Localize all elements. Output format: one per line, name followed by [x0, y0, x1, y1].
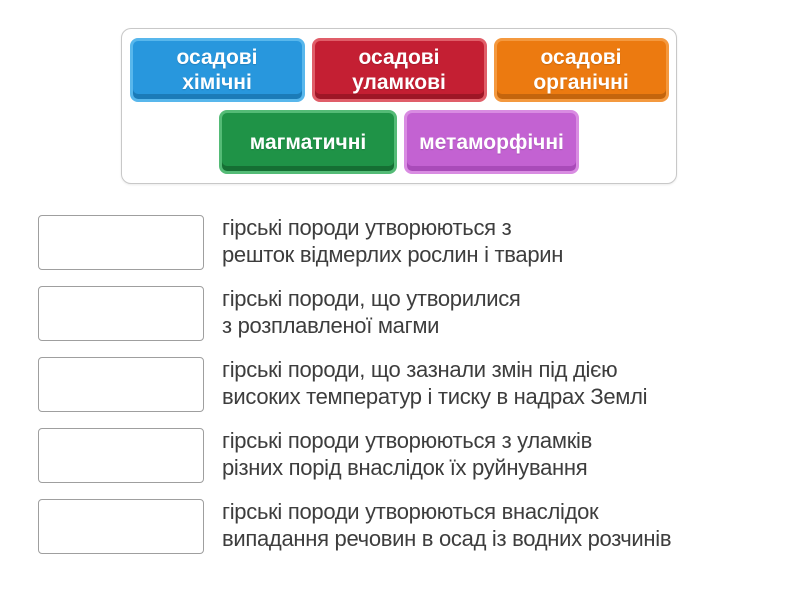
answer-bank-row-2: магматичні метаморфічні [219, 110, 579, 174]
clue-text-4: гірські породи утворюються з уламків різ… [222, 428, 592, 480]
clue-text-1: гірські породи утворюються з решток відм… [222, 215, 564, 267]
chip-osadovi-orhanichni[interactable]: осадові органічні [493, 38, 669, 102]
chip-metamorfichni[interactable]: метаморфічні [404, 110, 579, 174]
drop-slot-2[interactable] [38, 286, 204, 341]
chip-mahmatychni[interactable]: магматичні [219, 110, 397, 174]
match-row-3: гірські породи, що зазнали змін під дією… [38, 357, 778, 412]
match-row-4: гірські породи утворюються з уламків різ… [38, 428, 778, 483]
match-row-5: гірські породи утворюються внаслідок вип… [38, 499, 778, 554]
answer-bank-row-1: осадові хімічні осадові уламкові осадові… [129, 38, 669, 102]
clue-text-3: гірські породи, що зазнали змін під дією… [222, 357, 648, 409]
chip-osadovi-ulamkovi[interactable]: осадові уламкові [311, 38, 487, 102]
answer-bank: осадові хімічні осадові уламкові осадові… [121, 28, 677, 184]
match-row-1: гірські породи утворюються з решток відм… [38, 215, 778, 270]
clue-text-2: гірські породи, що утворилися з розплавл… [222, 286, 521, 338]
drop-slot-5[interactable] [38, 499, 204, 554]
drop-slot-4[interactable] [38, 428, 204, 483]
clue-text-5: гірські породи утворюються внаслідок вип… [222, 499, 672, 551]
drop-slot-3[interactable] [38, 357, 204, 412]
chip-osadovi-khimichni[interactable]: осадові хімічні [129, 38, 305, 102]
match-row-2: гірські породи, що утворилися з розплавл… [38, 286, 778, 341]
question-list: гірські породи утворюються з решток відм… [38, 215, 778, 570]
drop-slot-1[interactable] [38, 215, 204, 270]
